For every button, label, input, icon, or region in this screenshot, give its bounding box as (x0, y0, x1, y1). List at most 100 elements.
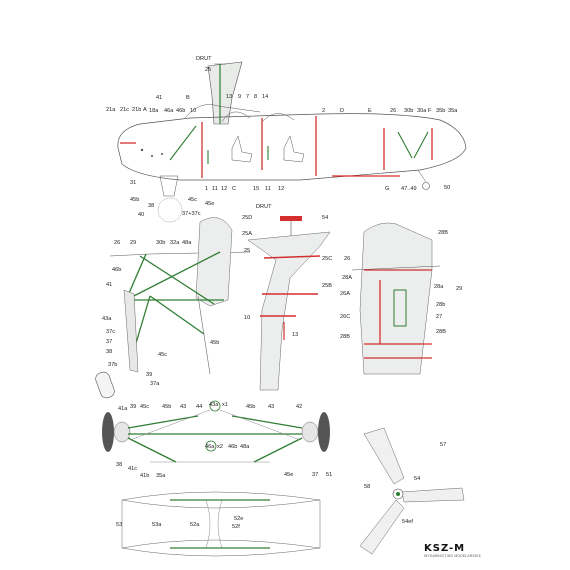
label-21b: 21b (132, 107, 141, 113)
label-25-mid: 25 (244, 248, 250, 254)
label-46b: 46b (176, 108, 185, 114)
label-45b-side: 45b (130, 197, 139, 203)
label-45b-bot1: 45b (162, 404, 171, 410)
label-8: 8 (254, 94, 257, 100)
label-37a: 37a (150, 381, 160, 387)
fuselage-side-view (117, 61, 467, 223)
label-45c-side: 45c (188, 197, 197, 203)
rotor-blades (359, 427, 465, 555)
label-46a: 46a (164, 108, 174, 114)
label-30a: 30a (417, 108, 427, 114)
label-21c: 21c (120, 107, 129, 113)
label-47-49: 47..49 (401, 186, 417, 192)
label-38-mid: 38 (106, 349, 112, 355)
label-B: B (186, 95, 190, 101)
label-25C: 25C (322, 256, 332, 262)
label-48a-bot: 48a (240, 444, 250, 450)
label-41-mid: 41 (106, 282, 112, 288)
label-25A: 25A (242, 231, 252, 237)
label-7: 7 (246, 94, 249, 100)
label-37-bot: 37 (312, 472, 318, 478)
label-54-rot: 54 (414, 476, 420, 482)
label-drut-top: DRUT (196, 56, 212, 62)
label-45c-mid: 45c (158, 352, 167, 358)
fuselage-outline (117, 113, 467, 181)
label-51: 51 (326, 472, 332, 478)
label-13-top: 13 (226, 94, 232, 100)
label-25D: 25D (242, 215, 252, 221)
logo-sub-text: WYDAWNICTWO MODELARSKIE (424, 554, 482, 558)
label-52f: 52f (232, 524, 240, 530)
label-21a: 21a (106, 107, 116, 113)
label-54-mid: 54 (322, 215, 328, 221)
label-28B-top: 28B (438, 230, 448, 236)
label-10-mid: 10 (244, 315, 250, 321)
label-50: 50 (444, 185, 450, 191)
label-30b-top: 30b (404, 108, 413, 114)
label-48a: 48a (182, 240, 192, 246)
label-G: G (385, 186, 389, 192)
label-53a: 53a (152, 522, 162, 528)
label-28B-bot: 28B (436, 329, 446, 335)
label-35a-bot: 35a (156, 473, 166, 479)
label-25-top: 25 (205, 67, 211, 73)
label-38-side: 38 (148, 203, 154, 209)
label-46a-badge: 46a (205, 444, 215, 450)
label-F: F (428, 108, 432, 114)
label-37-37c: 37+37c (182, 211, 201, 217)
label-27: 27 (436, 314, 442, 320)
label-11a: 11 (212, 186, 218, 192)
label-37b: 37b (108, 362, 117, 368)
label-42: 42 (296, 404, 302, 410)
label-43a-mid: 43a (102, 316, 112, 322)
label-29-tail: 29 (456, 286, 462, 292)
label-10: 10 (190, 108, 196, 114)
label-28A: 28A (342, 275, 352, 281)
label-12a: 12 (221, 186, 227, 192)
label-26-top: 26 (390, 108, 396, 114)
label-43-bot2: 43 (268, 404, 274, 410)
tail-fin (351, 222, 441, 375)
gear-front-view (102, 400, 330, 463)
label-43a-badge: 43a (209, 402, 219, 408)
label-45e-bot: 45e (284, 472, 293, 478)
label-26C: 26C (340, 314, 350, 320)
label-43a-x1: x1 (222, 402, 228, 408)
label-41c: 41c (128, 466, 137, 472)
label-45c-bot: 45c (140, 404, 149, 410)
label-53: 53 (116, 522, 122, 528)
label-39-bot: 39 (130, 404, 136, 410)
label-28B-left: 28B (340, 334, 350, 340)
label-28a: 28a (434, 284, 444, 290)
label-37c: 37c (106, 329, 115, 335)
label-43-bot1: 43 (180, 404, 186, 410)
label-28b: 28b (436, 302, 445, 308)
label-C: C (232, 186, 236, 192)
label-41b: 41b (140, 473, 149, 479)
label-11b: 11 (265, 186, 271, 192)
rotor-disc (121, 491, 321, 557)
label-14: 14 (262, 94, 268, 100)
label-45e-side: 45e (205, 201, 214, 207)
label-39-mid: 39 (146, 372, 152, 378)
label-38-bot: 38 (116, 462, 122, 468)
label-45b-mid: 45b (210, 340, 219, 346)
label-46a-x2: x2 (217, 444, 223, 450)
label-41a: 41a (118, 406, 128, 412)
landing-gear-struts (95, 217, 251, 399)
label-2: 2 (322, 108, 325, 114)
logo-main-text: KSZ-M (424, 543, 466, 554)
label-1: 1 (205, 186, 208, 192)
rotor-mast (207, 61, 243, 125)
label-18a: 18a (149, 108, 159, 114)
label-26-tail: 26 (344, 256, 350, 262)
label-45b-bot2: 45b (246, 404, 255, 410)
label-57: 57 (440, 442, 446, 448)
label-12b: 12 (278, 186, 284, 192)
label-35a: 35a (448, 108, 458, 114)
label-13-mid: 13 (292, 332, 298, 338)
label-25B: 25B (322, 283, 332, 289)
label-58: 58 (364, 484, 370, 490)
label-9: 9 (238, 94, 241, 100)
